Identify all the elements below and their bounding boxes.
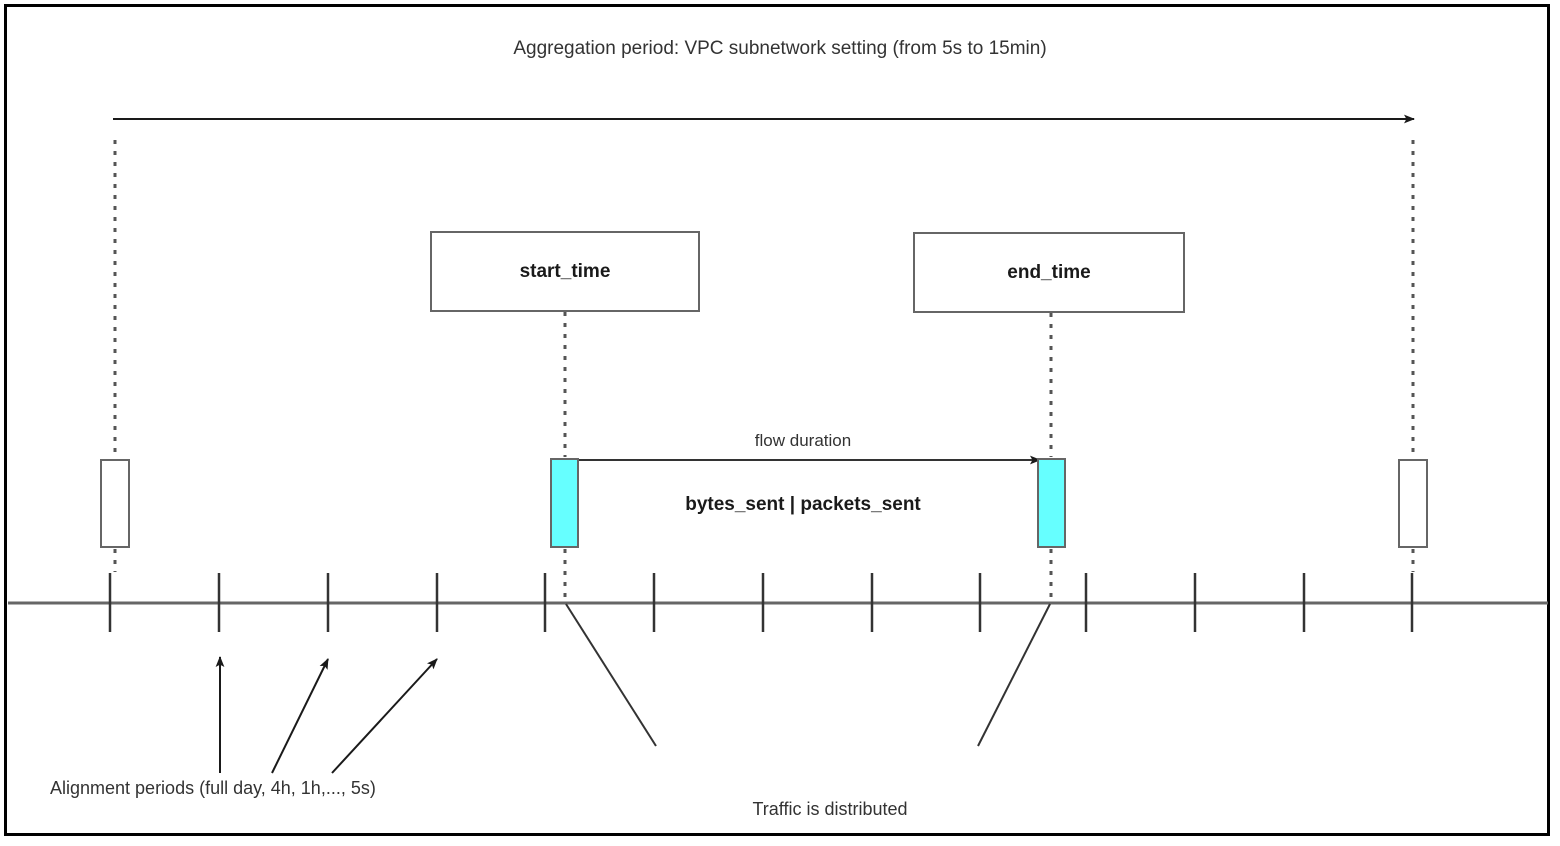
traffic-distribution-note: Traffic is distributed proportionally am… (670, 747, 990, 846)
diagram-frame (4, 4, 1550, 836)
traffic-note-leader-right (977, 603, 1051, 747)
flow-start-bar (550, 458, 579, 548)
traffic-note-leader-left (565, 603, 657, 747)
aggregation-period-bar-left (100, 459, 130, 548)
aggregation-period-title: Aggregation period: VPC subnetwork setti… (513, 38, 1047, 59)
alignment-periods-label: Alignment periods (full day, 4h, 1h,...,… (50, 778, 376, 798)
timeline-ticks (108, 573, 1414, 632)
flow-end-bar (1037, 458, 1066, 548)
alignment-arrow-3 (331, 658, 438, 774)
traffic-note-line-1: Traffic is distributed (752, 799, 908, 819)
alignment-arrow-2 (271, 658, 329, 774)
start-time-box[interactable]: start_time (430, 231, 700, 312)
aggregation-period-bar-right (1398, 459, 1428, 548)
flow-metrics-label: bytes_sent | packets_sent (685, 494, 921, 515)
end-time-box[interactable]: end_time (913, 232, 1185, 313)
flow-duration-label: flow duration (754, 431, 852, 450)
